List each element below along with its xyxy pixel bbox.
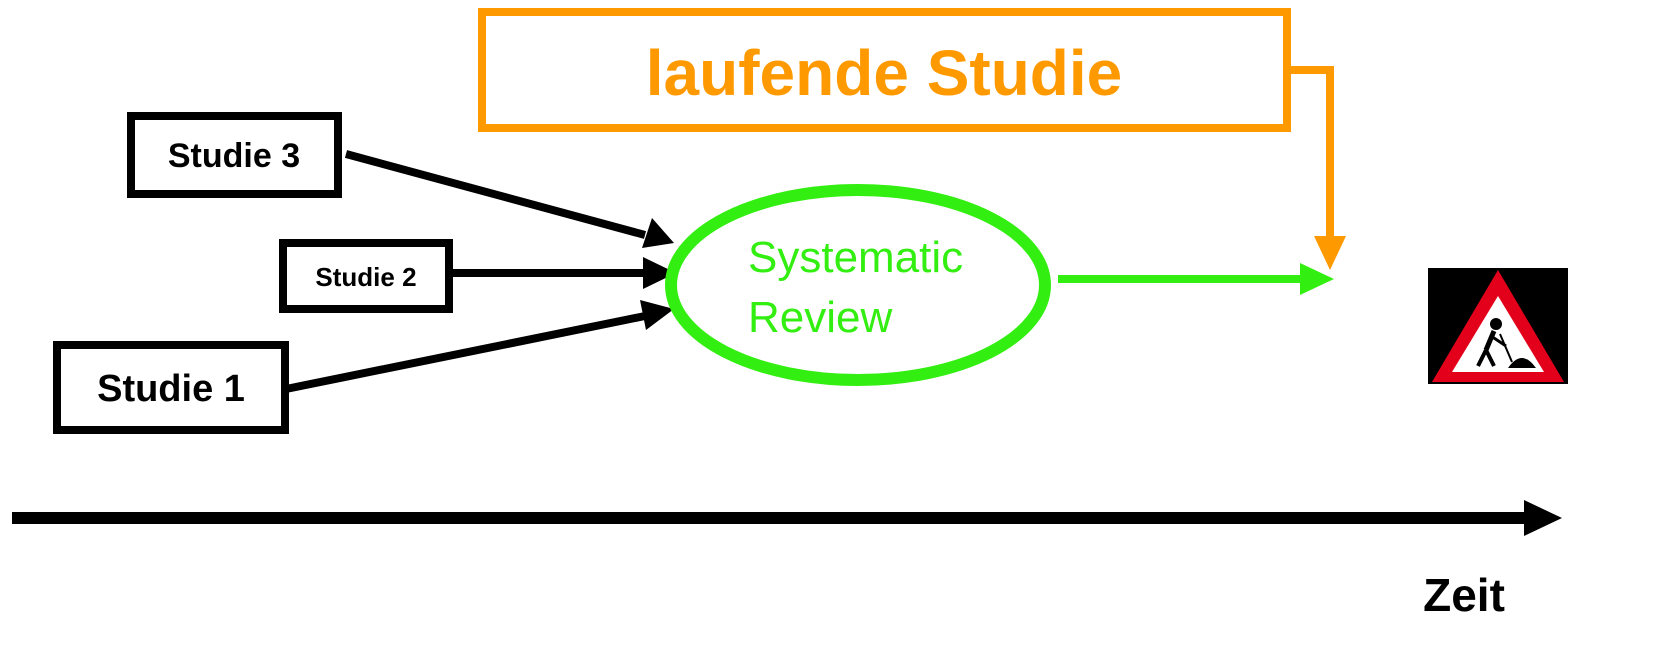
ongoing-study-arrowhead xyxy=(1314,236,1346,270)
ongoing-study-label: laufende Studie xyxy=(646,37,1123,109)
study-1-box: Studie 1 xyxy=(53,341,289,434)
systematic-review-ellipse xyxy=(665,184,1051,386)
study-1-arrowhead xyxy=(640,300,674,330)
review-output-arrowhead xyxy=(1300,263,1334,295)
ongoing-study-box: laufende Studie xyxy=(478,8,1291,132)
study-1-arrow-line xyxy=(285,312,646,393)
study-2-arrowhead xyxy=(643,257,676,289)
study-3-arrow-line xyxy=(344,150,647,239)
study-3-label: Studie 3 xyxy=(168,137,300,175)
study-1-label: Studie 1 xyxy=(97,368,245,410)
roadworks-worker-leg-left xyxy=(1476,349,1488,367)
ongoing-study-connector xyxy=(1287,66,1334,246)
systematic-review-node: Systematic Review xyxy=(665,184,1051,386)
study-2-label: Studie 2 xyxy=(315,262,416,292)
roadworks-worker-leg-right xyxy=(1484,349,1496,367)
roadworks-worker-head xyxy=(1490,318,1502,330)
study-3-arrowhead xyxy=(642,218,674,248)
roadworks-worker-body xyxy=(1483,330,1497,351)
study-1-frame xyxy=(53,341,289,434)
systematic-review-line2: Review xyxy=(748,293,892,342)
roadworks-sign-icon xyxy=(1428,268,1568,384)
ongoing-study-frame xyxy=(478,8,1291,132)
timeline-label: Zeit xyxy=(1423,569,1505,621)
roadworks-dirt-pile xyxy=(1508,358,1536,368)
study-3-frame xyxy=(127,112,342,198)
study-2-frame xyxy=(279,239,453,313)
study-3-box: Studie 3 xyxy=(127,112,342,198)
study-2-box: Studie 2 xyxy=(279,239,453,313)
systematic-review-line1: Systematic xyxy=(748,233,963,282)
roadworks-sign-inner xyxy=(1452,296,1544,372)
roadworks-shovel xyxy=(1499,333,1513,363)
timeline-axis-arrowhead xyxy=(1524,500,1562,536)
